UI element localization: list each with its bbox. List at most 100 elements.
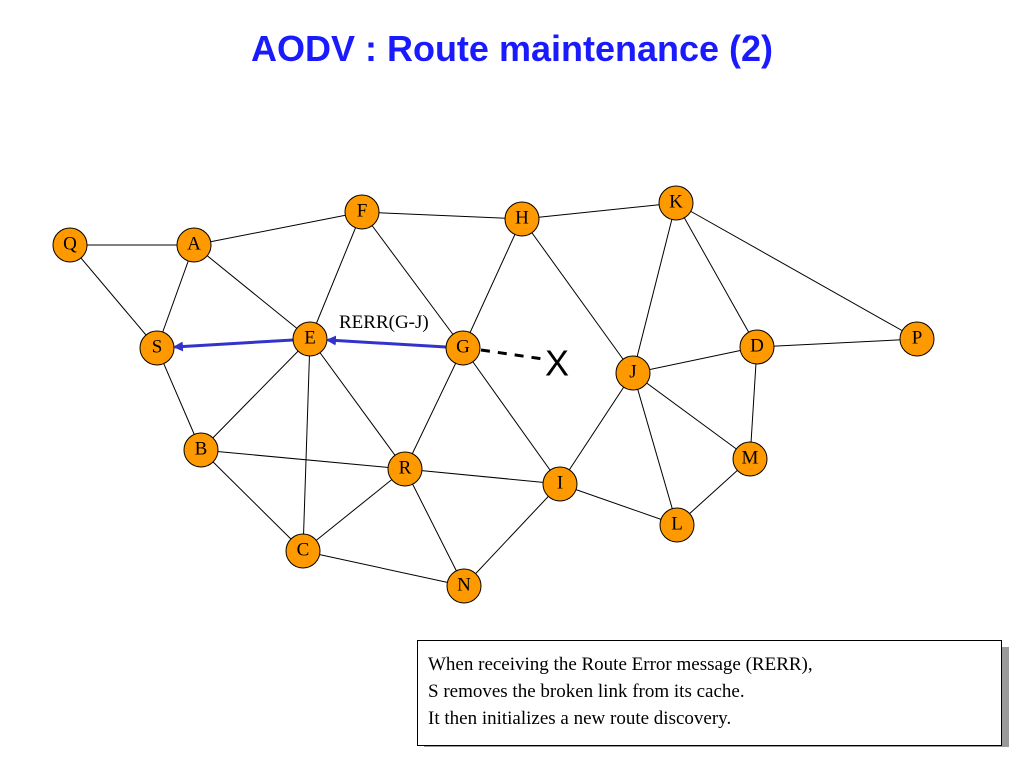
node-label-C: C <box>297 540 310 561</box>
rerr-arrow-E-S <box>172 338 294 352</box>
edge-J-I <box>559 372 634 485</box>
node-G: G <box>445 330 481 366</box>
node-label-R: R <box>399 458 412 479</box>
edge-H-K <box>521 202 677 220</box>
node-circle-D <box>739 329 775 365</box>
slide-title: AODV : Route maintenance (2) <box>250 28 774 69</box>
node-H: H <box>504 201 540 237</box>
node-label-M: M <box>742 448 759 469</box>
node-C: C <box>285 533 321 569</box>
node-label-G: G <box>456 337 470 358</box>
node-circle-N <box>446 568 482 604</box>
node-A: A <box>176 227 212 263</box>
node-label-K: K <box>669 192 683 213</box>
edge-K-P <box>675 202 918 340</box>
edge-N-I <box>463 483 561 587</box>
node-circle-A <box>176 227 212 263</box>
node-circle-B <box>183 432 219 468</box>
node-circle-M <box>732 441 768 477</box>
node-circle-R <box>387 451 423 487</box>
node-label-P: P <box>912 328 923 349</box>
node-N: N <box>446 568 482 604</box>
node-J: J <box>615 355 651 391</box>
node-Q: Q <box>52 227 88 263</box>
node-label-J: J <box>629 362 636 383</box>
edge-R-C <box>302 468 406 552</box>
node-label-F: F <box>357 201 368 222</box>
explanation-line-2: S removes the broken link from its cache… <box>428 681 745 702</box>
node-label-N: N <box>457 575 471 596</box>
node-D: D <box>739 329 775 365</box>
edge-B-C <box>200 449 304 552</box>
nodes: Q A F H K S E G J D P B R I M C N L <box>52 185 935 604</box>
node-label-L: L <box>671 514 683 535</box>
node-circle-K <box>658 185 694 221</box>
edge-G-I <box>462 347 561 485</box>
edge-A-F <box>193 211 363 246</box>
edge-K-D <box>675 202 758 348</box>
edge-E-C <box>302 338 311 552</box>
edge-E-B <box>200 338 311 451</box>
node-circle-J <box>615 355 651 391</box>
node-label-I: I <box>557 473 563 494</box>
node-M: M <box>732 441 768 477</box>
edge-G-R <box>404 347 464 470</box>
edge-B-R <box>200 449 406 470</box>
node-circle-S <box>139 330 175 366</box>
rerr-arrow-G-E <box>325 335 447 349</box>
node-label-B: B <box>195 439 208 460</box>
edge-I-L <box>559 483 678 526</box>
explanation-line-3: It then initializes a new route discover… <box>428 708 732 729</box>
node-S: S <box>139 330 175 366</box>
node-circle-Q <box>52 227 88 263</box>
broken-link-dashed <box>480 348 544 361</box>
node-label-A: A <box>187 234 201 255</box>
node-label-E: E <box>304 328 316 349</box>
rerr-overlay: X RERR(G-J) <box>172 312 569 384</box>
edge-C-N <box>302 550 465 587</box>
node-label-S: S <box>152 337 163 358</box>
edge-F-H <box>361 211 523 220</box>
node-K: K <box>658 185 694 221</box>
edge-H-J <box>521 218 634 374</box>
edge-S-B <box>156 347 202 451</box>
edge-A-E <box>193 244 311 340</box>
explanation-line-1: When receiving the Route Error message (… <box>428 654 813 675</box>
edge-D-M <box>749 346 758 460</box>
edge-K-J <box>632 202 677 374</box>
edge-D-P <box>756 338 918 348</box>
edge-J-L <box>632 372 678 526</box>
node-circle-H <box>504 201 540 237</box>
edge-H-G <box>462 218 523 349</box>
node-label-H: H <box>515 208 529 229</box>
node-circle-G <box>445 330 481 366</box>
broken-link-x-mark: X <box>545 343 569 384</box>
edge-F-G <box>361 211 464 349</box>
node-label-D: D <box>750 336 764 357</box>
explanation-box: When receiving the Route Error message (… <box>417 640 1002 746</box>
node-F: F <box>344 194 380 230</box>
node-circle-E <box>292 321 328 357</box>
node-R: R <box>387 451 423 487</box>
node-label-Q: Q <box>63 234 77 255</box>
node-circle-F <box>344 194 380 230</box>
node-I: I <box>542 466 578 502</box>
node-B: B <box>183 432 219 468</box>
node-E: E <box>292 321 328 357</box>
edge-E-R <box>309 338 406 470</box>
edge-J-M <box>632 372 751 460</box>
node-circle-P <box>899 321 935 357</box>
node-circle-L <box>659 507 695 543</box>
node-P: P <box>899 321 935 357</box>
edge-F-E <box>309 211 363 340</box>
node-L: L <box>659 507 695 543</box>
edge-R-N <box>404 468 465 587</box>
edge-J-D <box>632 346 758 374</box>
edge-Q-S <box>69 244 158 349</box>
node-circle-I <box>542 466 578 502</box>
rerr-label: RERR(G-J) <box>339 312 429 333</box>
node-circle-C <box>285 533 321 569</box>
edge-A-S <box>156 244 195 349</box>
